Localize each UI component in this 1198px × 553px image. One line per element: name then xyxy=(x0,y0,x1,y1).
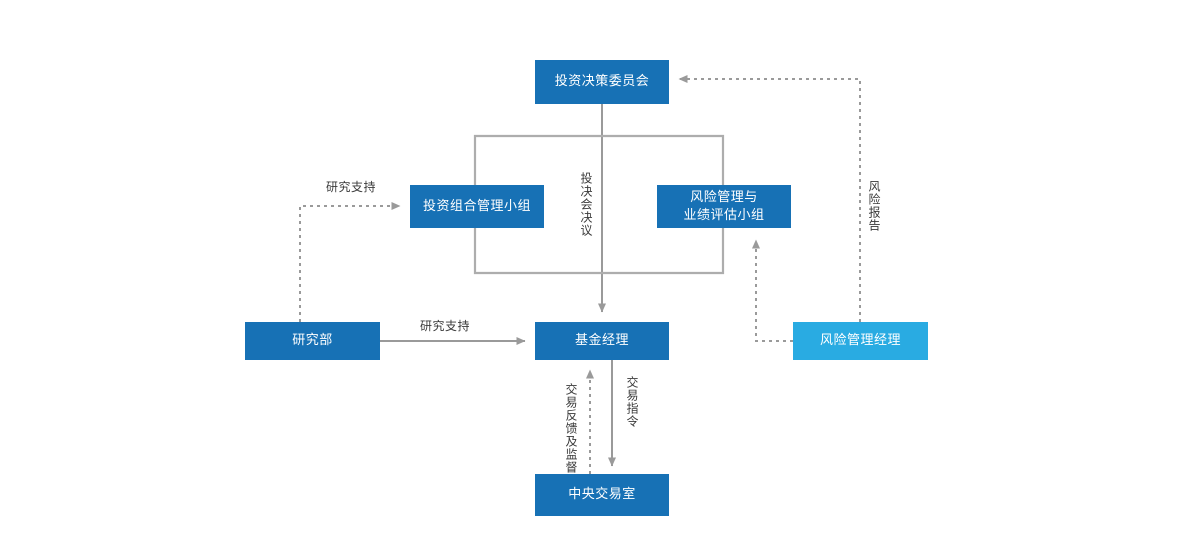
node-label: 基金经理 xyxy=(574,333,629,348)
node-risk-management-manager[interactable]: 风险管理经理 xyxy=(793,322,928,360)
node-research-department[interactable]: 研究部 xyxy=(245,322,380,360)
node-label-line1: 风险管理与 xyxy=(690,189,758,205)
node-investment-decision-committee[interactable]: 投资决策委员会 xyxy=(535,60,669,104)
node-label: 投资组合管理小组 xyxy=(422,198,531,214)
edge-label-idc-resolution: 投决会决议 xyxy=(579,172,593,237)
node-label: 投资决策委员会 xyxy=(554,74,650,89)
edge-label-research-support-top: 研究支持 xyxy=(326,180,377,194)
node-label: 风险管理经理 xyxy=(819,333,901,348)
node-portfolio-management-group[interactable]: 投资组合管理小组 xyxy=(410,185,544,228)
edge-research-to-portfolio-group xyxy=(299,202,401,322)
edge-label-research-support-mid: 研究支持 xyxy=(420,319,471,333)
node-label: 中央交易室 xyxy=(568,487,636,502)
node-label-line2: 业绩评估小组 xyxy=(683,207,765,223)
edge-risk-manager-to-risk-group xyxy=(752,239,793,342)
node-risk-performance-group[interactable]: 风险管理与 业绩评估小组 xyxy=(657,185,791,228)
node-central-trading-room[interactable]: 中央交易室 xyxy=(535,474,669,516)
edge-label-risk-report: 风险报告 xyxy=(867,180,881,232)
node-label: 研究部 xyxy=(292,333,333,348)
edge-label-trade-feedback-supervision: 交易反馈及监督 xyxy=(564,383,578,474)
node-fund-manager[interactable]: 基金经理 xyxy=(535,322,669,360)
edge-label-trade-instruction: 交易指令 xyxy=(625,376,639,428)
